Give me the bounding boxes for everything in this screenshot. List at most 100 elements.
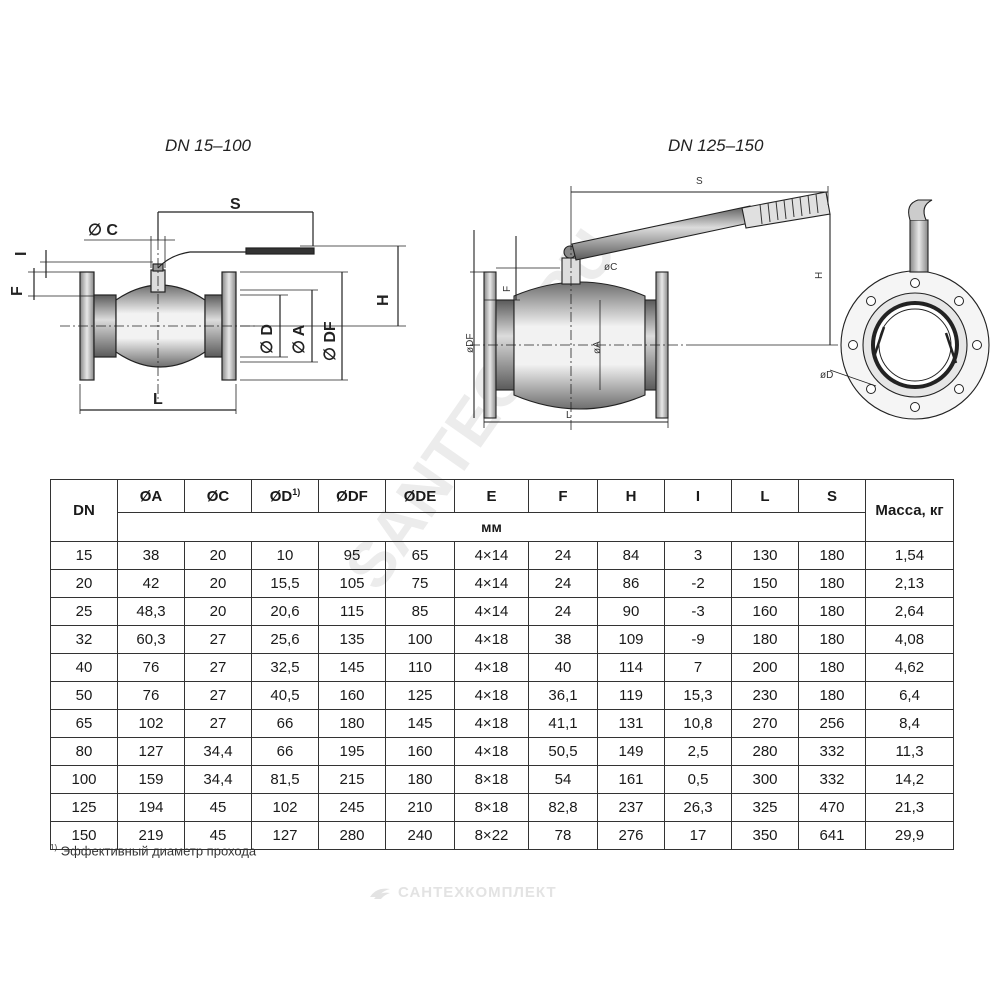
table-cell: 2,5 xyxy=(664,737,732,766)
table-cell: 160 xyxy=(731,597,799,626)
table-cell: 180 xyxy=(798,569,866,598)
table-cell: 180 xyxy=(798,541,866,570)
table-cell: 215 xyxy=(318,765,386,794)
footnote-mark: 1) xyxy=(50,843,58,852)
table-cell: 20 xyxy=(184,541,252,570)
footnote: 1) Эффективный диаметр прохода xyxy=(50,843,256,858)
dim-a: ∅ A xyxy=(291,324,308,354)
left-handle xyxy=(157,251,313,269)
table-cell: 240 xyxy=(385,821,455,850)
table-cell: 237 xyxy=(597,793,665,822)
right-body xyxy=(513,281,646,410)
table-cell: 127 xyxy=(251,821,319,850)
table-cell: 114 xyxy=(597,653,665,682)
table-cell: 102 xyxy=(251,793,319,822)
table-cell: 2,64 xyxy=(865,597,954,626)
table-cell: 17 xyxy=(664,821,732,850)
table-cell: 119 xyxy=(597,681,665,710)
table-cell: 32,5 xyxy=(251,653,319,682)
table-cell: 84 xyxy=(597,541,665,570)
table-cell: 27 xyxy=(184,681,252,710)
table-cell: 60,3 xyxy=(117,625,185,654)
table-cell: 130 xyxy=(731,541,799,570)
col-a: ØA xyxy=(117,479,185,513)
dim-df: ∅ DF xyxy=(322,321,339,361)
table-cell: 8×18 xyxy=(454,765,529,794)
table-cell: 27 xyxy=(184,653,252,682)
valve-drawing: S ∅ C I F H ∅ D ∅ A ∅ DF L xyxy=(9,176,990,430)
table-cell: 48,3 xyxy=(117,597,185,626)
table-cell: 27 xyxy=(184,625,252,654)
table-cell: 26,3 xyxy=(664,793,732,822)
table-cell: 20,6 xyxy=(251,597,319,626)
col-d: ØD1) xyxy=(251,479,319,513)
table-cell: 256 xyxy=(798,709,866,738)
table-cell: 50,5 xyxy=(528,737,598,766)
table-cell: 4×18 xyxy=(454,737,529,766)
table-cell: 7 xyxy=(664,653,732,682)
table-cell: 105 xyxy=(318,569,386,598)
dim-c-right: øC xyxy=(604,262,617,273)
col-de: ØDE xyxy=(385,479,455,513)
specification-table: DN ØA ØC ØD1) ØDF ØDE E F H I L S Масса,… xyxy=(50,479,954,850)
table-cell: 25,6 xyxy=(251,625,319,654)
table-cell: 180 xyxy=(798,625,866,654)
table-cell: 159 xyxy=(117,765,185,794)
table-cell: 145 xyxy=(318,653,386,682)
table-cell: 50 xyxy=(50,681,118,710)
header-row: DN ØA ØC ØD1) ØDF ØDE E F H I L S Масса,… xyxy=(50,479,954,542)
table-cell: 160 xyxy=(318,681,386,710)
table-cell: 24 xyxy=(528,541,598,570)
table-cell: 125 xyxy=(385,681,455,710)
right-dimension-labels: S øC H F øDF øA L øD xyxy=(465,176,833,421)
table-cell: 180 xyxy=(731,625,799,654)
left-dimension-labels: S ∅ C I F H ∅ D ∅ A ∅ DF L xyxy=(9,196,392,408)
table-cell: 125 xyxy=(50,793,118,822)
dim-i: I xyxy=(13,252,30,256)
table-cell: 1,54 xyxy=(865,541,954,570)
table-cell: 66 xyxy=(251,737,319,766)
col-d-footnote-mark: 1) xyxy=(292,487,301,497)
table-cell: 15 xyxy=(50,541,118,570)
table-cell: 0,5 xyxy=(664,765,732,794)
table-cell: 194 xyxy=(117,793,185,822)
dim-l-right: L xyxy=(566,410,572,421)
caption-dn-15-100: DN 15–100 xyxy=(165,136,252,155)
table-cell: 8×22 xyxy=(454,821,529,850)
table-cell: 160 xyxy=(385,737,455,766)
table-cell: 34,4 xyxy=(184,737,252,766)
table-cell: 100 xyxy=(385,625,455,654)
table-cell: 200 xyxy=(731,653,799,682)
dim-df-right: øDF xyxy=(465,334,476,353)
table-cell: 276 xyxy=(597,821,665,850)
table-cell: 15,5 xyxy=(251,569,319,598)
table-cell: 80 xyxy=(50,737,118,766)
table-cell: 42 xyxy=(117,569,185,598)
table-cell: 102 xyxy=(117,709,185,738)
table-cell: 2,13 xyxy=(865,569,954,598)
table-cell: 25 xyxy=(50,597,118,626)
col-h: H xyxy=(597,479,665,513)
table-cell: 161 xyxy=(597,765,665,794)
table-cell: 29,9 xyxy=(865,821,954,850)
dim-h-right: H xyxy=(814,272,825,279)
table-cell: 81,5 xyxy=(251,765,319,794)
table-cell: 20 xyxy=(184,597,252,626)
table-cell: 40,5 xyxy=(251,681,319,710)
logo-text: САНТЕХКОМПЛЕКТ xyxy=(398,884,557,901)
table-cell: 6,4 xyxy=(865,681,954,710)
table-cell: 135 xyxy=(318,625,386,654)
table-cell: 38 xyxy=(528,625,598,654)
dim-l: L xyxy=(153,391,163,408)
table-cell: 4×18 xyxy=(454,681,529,710)
table-cell: 109 xyxy=(597,625,665,654)
table-cell: 10,8 xyxy=(664,709,732,738)
table-cell: 21,3 xyxy=(865,793,954,822)
table-cell: 40 xyxy=(50,653,118,682)
